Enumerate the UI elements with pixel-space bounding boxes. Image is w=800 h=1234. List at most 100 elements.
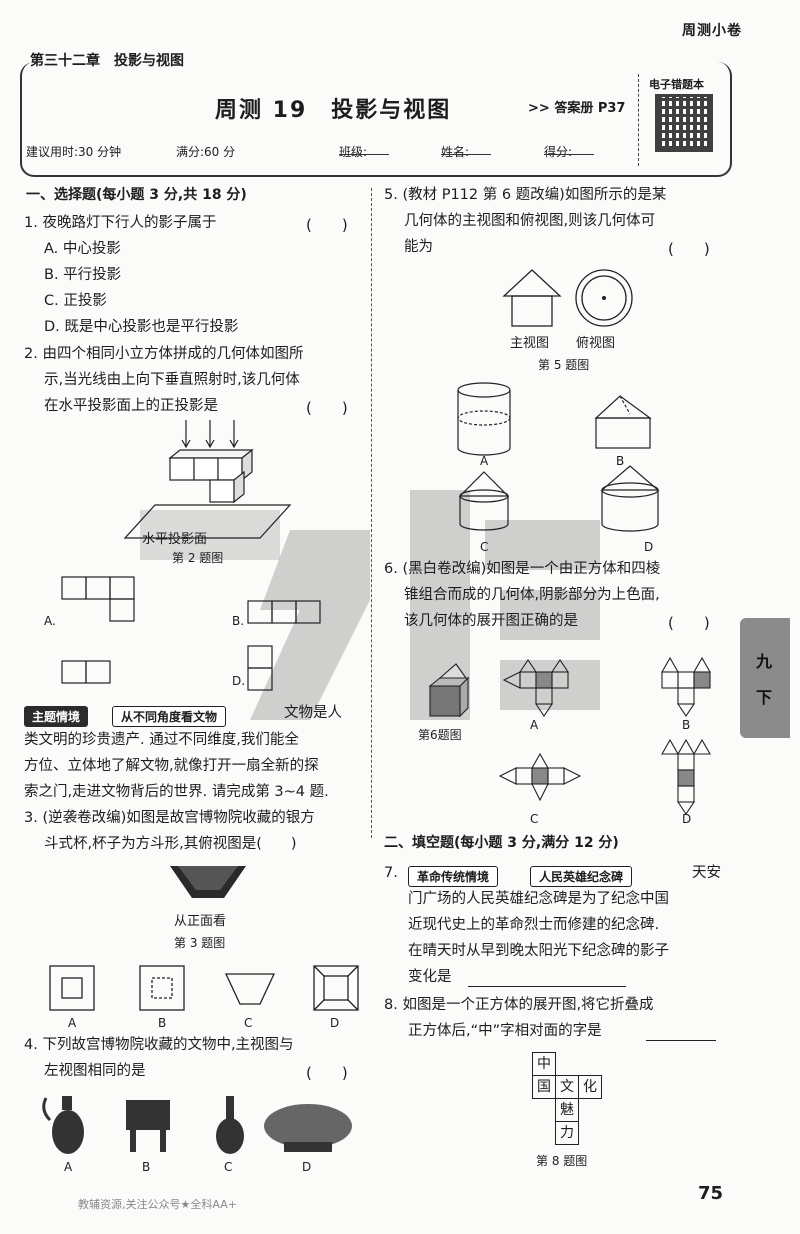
q7-line-1: 天安 <box>692 865 721 881</box>
q7-context-subtitle: 人民英雄纪念碑 <box>530 866 633 887</box>
side-tab-char-1: 九 <box>756 652 773 671</box>
q4-option-c[interactable]: C <box>224 1160 233 1174</box>
q7-number: 7. <box>384 865 398 881</box>
q4-line-1: 4. 下列故宫博物院收藏的文物中,主视图与 <box>24 1037 294 1053</box>
q2-option-a-label[interactable]: A. <box>44 614 56 628</box>
q6-answer-blank[interactable]: ( ) <box>668 614 710 632</box>
name-label: 姓名: <box>441 145 470 159</box>
q6-option-a[interactable]: A <box>530 718 539 732</box>
q3-caption: 第 3 题图 <box>174 936 226 950</box>
page-number: 75 <box>698 1183 724 1204</box>
q8-caption: 第 8 题图 <box>536 1154 588 1168</box>
q4-artifacts-figure[interactable] <box>40 1090 360 1160</box>
q8-cell-guo: 国 <box>532 1075 556 1099</box>
theme-line-4: 索之门,走进文物背后的世界. 请完成第 3~4 题. <box>24 784 329 800</box>
q3-option-b[interactable]: B <box>158 1016 167 1030</box>
q7-context-badge: 革命传统情境 <box>408 866 499 887</box>
theme-line-1: 文物是人 <box>284 705 342 721</box>
q6-option-b[interactable]: B <box>682 718 691 732</box>
top-tab: 周测小卷 <box>682 23 742 39</box>
score-label: 得分: <box>544 145 573 159</box>
q4-option-d[interactable]: D <box>302 1160 312 1174</box>
q8-cell-li: 力 <box>555 1121 579 1145</box>
column-divider <box>371 188 372 838</box>
q1-option-a[interactable]: A. 中心投影 <box>44 241 121 257</box>
q1-answer-blank[interactable]: ( ) <box>306 216 348 234</box>
q5-option-d[interactable]: D <box>644 540 654 554</box>
q5-line-3: 能为 <box>404 239 433 255</box>
q7-answer-blank[interactable] <box>468 986 626 987</box>
q5-views-figure <box>502 269 633 327</box>
q5-option-a[interactable]: A <box>480 454 489 468</box>
q5-line-2: 几何体的主视图和俯视图,则该几何体可 <box>404 213 656 229</box>
q2-line-2: 示,当光线由上向下垂直照射时,该几何体 <box>44 372 300 388</box>
full-score: 满分:60 分 <box>176 145 236 159</box>
q2-option-b-label[interactable]: B. <box>232 614 245 628</box>
q2-line-1: 2. 由四个相同小立方体拼成的几何体如图所 <box>24 346 304 362</box>
q4-answer-blank[interactable]: ( ) <box>306 1064 348 1082</box>
q2-line-3: 在水平投影面上的正投影是 <box>44 398 218 414</box>
answer-reference: >> 答案册 P37 <box>528 101 626 116</box>
suggested-time: 建议用时:30 分钟 <box>26 145 122 159</box>
q3-line-2: 斗式杯,杯子为方斗形,其俯视图是( ) <box>44 836 297 852</box>
q1-option-c[interactable]: C. 正投影 <box>44 293 107 309</box>
side-tab-char-2: 下 <box>756 688 773 707</box>
q5-answer-blank[interactable]: ( ) <box>668 240 710 258</box>
q6-caption: 第6题图 <box>418 728 462 742</box>
q4-option-a[interactable]: A <box>64 1160 73 1174</box>
q1-option-b[interactable]: B. 平行投影 <box>44 267 122 283</box>
q7-line-2: 门广场的人民英雄纪念碑是为了纪念中国 <box>408 891 669 907</box>
q3-options-figure[interactable] <box>48 964 359 1014</box>
q5-top-view-label: 俯视图 <box>576 336 616 351</box>
class-label: 班级: <box>339 145 368 159</box>
q6-option-d[interactable]: D <box>682 812 692 826</box>
q5-option-b[interactable]: B <box>616 454 625 468</box>
q2-option-b-figure[interactable] <box>246 600 326 626</box>
q5-line-1: 5. (教材 P112 第 6 题改编)如图所示的是某 <box>384 187 667 203</box>
qr-panel: 电子错题本 <box>638 74 722 166</box>
q8-cell-hua: 化 <box>578 1075 602 1099</box>
q3-option-d[interactable]: D <box>330 1016 340 1030</box>
answer-ref-text: 答案册 P37 <box>554 101 626 116</box>
q6-line-1: 6. (黑白卷改编)如图是一个由正方体和四棱 <box>384 561 661 577</box>
q5-main-view-label: 主视图 <box>510 336 550 351</box>
q3-option-c[interactable]: C <box>244 1016 253 1030</box>
decorative-watermark <box>140 490 600 720</box>
q5-option-c[interactable]: C <box>480 540 489 554</box>
qr-code-icon[interactable] <box>655 94 713 152</box>
q2-option-c-figure[interactable] <box>60 660 120 690</box>
q4-line-2: 左视图相同的是 <box>44 1063 146 1079</box>
q8-answer-blank[interactable] <box>646 1040 716 1041</box>
q6-option-c[interactable]: C <box>530 812 539 826</box>
q3-option-a[interactable]: A <box>68 1016 77 1030</box>
q8-cell-zhong: 中 <box>532 1052 556 1076</box>
q6-line-2: 锥组合而成的几何体,阴影部分为上色面, <box>404 587 660 603</box>
test-title: 周测 19 投影与视图 <box>215 98 452 123</box>
q2-option-a-figure[interactable] <box>60 576 140 626</box>
q7-line-3: 近现代史上的革命烈士而修建的纪念碑. <box>408 917 660 933</box>
qr-label: 电子错题本 <box>649 78 704 91</box>
q1-option-d[interactable]: D. 既是中心投影也是平行投影 <box>44 319 239 335</box>
grade-side-tab: 九 下 <box>740 618 790 738</box>
q8-cell-wen: 文 <box>555 1075 579 1099</box>
section-two-title: 二、填空题(每小题 3 分,满分 12 分) <box>384 835 619 851</box>
q3-front-label: 从正面看 <box>174 914 227 929</box>
q3-cup-figure <box>170 866 246 898</box>
q2-figure <box>123 420 292 539</box>
q4-option-b[interactable]: B <box>142 1160 151 1174</box>
q2-option-d-label[interactable]: D. <box>232 674 246 688</box>
theme-line-2: 类文明的珍贵遗产. 通过不同维度,我们能全 <box>24 732 299 748</box>
q8-line-2: 正方体后,“中”字相对面的字是 <box>408 1023 602 1039</box>
footer-text: 教辅资源,关注公众号★全科AA+ <box>78 1198 237 1211</box>
q7-line-5: 变化是 <box>408 969 452 985</box>
q2-plane-label: 水平投影面 <box>142 532 208 547</box>
q8-cell-mei: 魅 <box>555 1098 579 1122</box>
q2-caption: 第 2 题图 <box>172 551 224 565</box>
theme-subtitle: 从不同角度看文物 <box>112 706 227 727</box>
q2-option-d-figure[interactable] <box>246 645 276 695</box>
theme-line-3: 方位、立体地了解文物,就像打开一扇全新的探 <box>24 758 319 774</box>
q5-options-figure[interactable] <box>450 378 690 538</box>
q2-answer-blank[interactable]: ( ) <box>306 399 348 417</box>
q5-caption: 第 5 题图 <box>538 358 590 372</box>
